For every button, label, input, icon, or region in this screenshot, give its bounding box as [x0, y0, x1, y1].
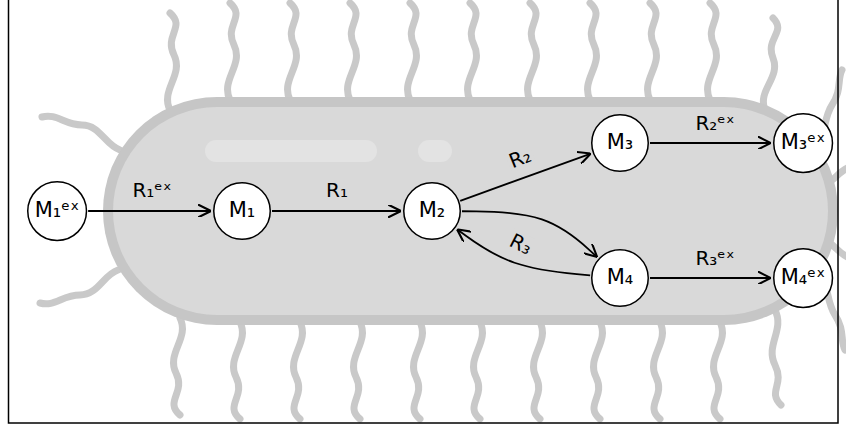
cell-wall — [103, 97, 838, 325]
node-circle — [404, 183, 461, 240]
flagella — [40, 3, 846, 419]
reaction-label: R₁ — [324, 179, 350, 201]
metabolite-node: M₁ᵉˣ — [27, 181, 87, 241]
node-circle — [774, 249, 833, 308]
node-outline — [591, 114, 649, 172]
reaction-arrow — [462, 211, 597, 257]
node-circle — [592, 115, 649, 172]
reaction-label: R₃ — [504, 228, 537, 259]
metabolite-name: M₁ᵉˣ — [35, 199, 80, 222]
reaction-label: R₁ᵉˣ — [130, 179, 173, 201]
node-outline — [591, 249, 649, 307]
reaction-arrow — [650, 277, 771, 279]
node-circle — [774, 114, 833, 173]
metabolite-node: M₂ — [403, 182, 461, 240]
highlight — [205, 140, 377, 162]
reaction-label: R₃ᵉˣ — [693, 247, 736, 269]
metabolite-node: M₃ — [591, 114, 649, 172]
cytoplasm — [113, 107, 828, 315]
reaction-arrow — [650, 142, 771, 144]
metabolite-name: M₄ᵉˣ — [781, 266, 826, 289]
metabolite-name: M₁ — [229, 199, 256, 222]
node-outline — [773, 113, 833, 173]
reaction-arrow — [272, 210, 401, 212]
metabolite-name: M₂ — [419, 199, 446, 222]
reaction-arrow — [88, 210, 211, 212]
node-circle — [28, 182, 87, 241]
frame — [9, 0, 839, 423]
reaction-label: R₂ᵉˣ — [693, 112, 736, 134]
metabolite-node: M₁ — [213, 182, 271, 240]
node-outline — [773, 248, 833, 308]
metabolite-node: M₄ — [591, 249, 649, 307]
node-circle — [592, 250, 649, 307]
node-outline — [27, 181, 87, 241]
reaction-arrow — [460, 154, 591, 201]
node-outline — [213, 182, 271, 240]
node-outline — [403, 182, 461, 240]
reaction-arrow — [457, 229, 590, 275]
metabolite-name: M₄ — [607, 266, 634, 289]
metabolite-name: M₃ — [607, 131, 634, 154]
metabolite-node: M₄ᵉˣ — [773, 248, 833, 308]
node-circle — [214, 183, 271, 240]
highlight — [418, 140, 452, 162]
metabolite-name: M₃ᵉˣ — [781, 131, 826, 154]
metabolite-node: M₃ᵉˣ — [773, 113, 833, 173]
reaction-label: R₂ — [504, 143, 536, 173]
